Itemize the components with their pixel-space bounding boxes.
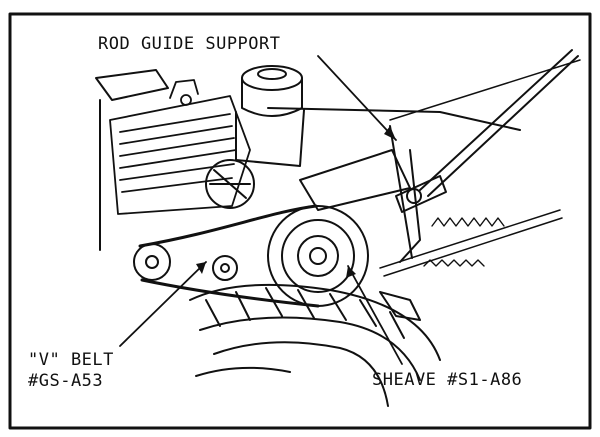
frame-top-rail [267,107,521,131]
tine-shield [299,149,411,211]
air-cleaner [235,65,305,167]
v-belt-leader [119,261,207,347]
engine-pulley [133,243,171,281]
sheave-label: SHEAVE #S1-A86 [372,370,523,390]
engine-shroud [95,69,169,101]
figure-border [8,12,592,430]
rod-guide-support-label: ROD GUIDE SUPPORT [98,34,281,54]
idler-pulley [212,255,238,281]
rod-guide-leader [317,55,397,141]
v-belt-label: "V" BELT #GS-A53 [28,350,114,392]
engine [109,79,251,215]
v-belt-lower [140,278,320,308]
leader-lines [119,55,403,365]
handle-rods [379,49,581,277]
v-belt-label-line1: "V" BELT [28,350,114,370]
sheave-pulley [267,205,369,307]
muffler [205,159,255,209]
rod-guide-bracket [395,175,447,213]
sheave-leader [347,265,403,365]
leader-arrowheads [196,126,396,278]
control-spring [423,217,505,267]
lower-bracket [379,291,421,321]
v-belt-upper [138,204,318,248]
tires [189,283,441,407]
v-belt-label-line2: #GS-A53 [28,371,104,391]
